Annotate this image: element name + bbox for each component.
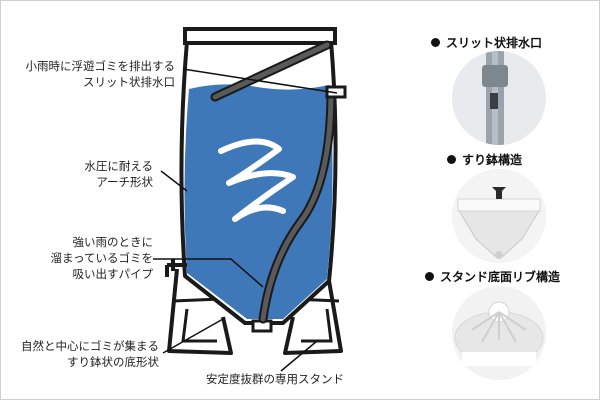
leader-bowl	[162, 318, 224, 354]
tank-lid	[183, 27, 337, 45]
callout-pipe: 強い雨のときに 溜まっているゴミを 吸い出すパイプ	[50, 235, 153, 281]
leader-arch	[160, 170, 188, 192]
bullet-icon	[425, 272, 434, 281]
leader-stand	[280, 340, 318, 372]
photo-stand-rib	[452, 286, 546, 380]
leader-slit	[182, 68, 338, 94]
callout-slit-outlet: 小雨時に浮遊ゴミを排出する スリット状排水口	[25, 59, 176, 89]
bullet-icon	[447, 155, 456, 164]
callout-stand: 安定度抜群の専用スタンド	[206, 372, 344, 386]
photo-bowl-structure	[452, 169, 546, 263]
stand-right-leg	[283, 268, 343, 355]
side-faucet	[165, 259, 187, 277]
bullet-icon	[431, 38, 440, 47]
feature-caption-bowl: すり鉢構造	[447, 151, 522, 168]
callout-bowl: 自然と中心にゴミが集まる すり鉢状の底形状	[21, 339, 159, 369]
water-swirl	[218, 138, 296, 222]
stand-inner-right	[301, 308, 333, 343]
feature-caption-slit: スリット状排水口	[431, 34, 542, 51]
feature-caption-rib: スタンド底面リブ構造	[425, 268, 560, 285]
callout-arch: 水圧に耐える アーチ形状	[84, 159, 153, 189]
leader-pipe	[153, 258, 264, 288]
photo-slit-outlet	[452, 51, 546, 145]
